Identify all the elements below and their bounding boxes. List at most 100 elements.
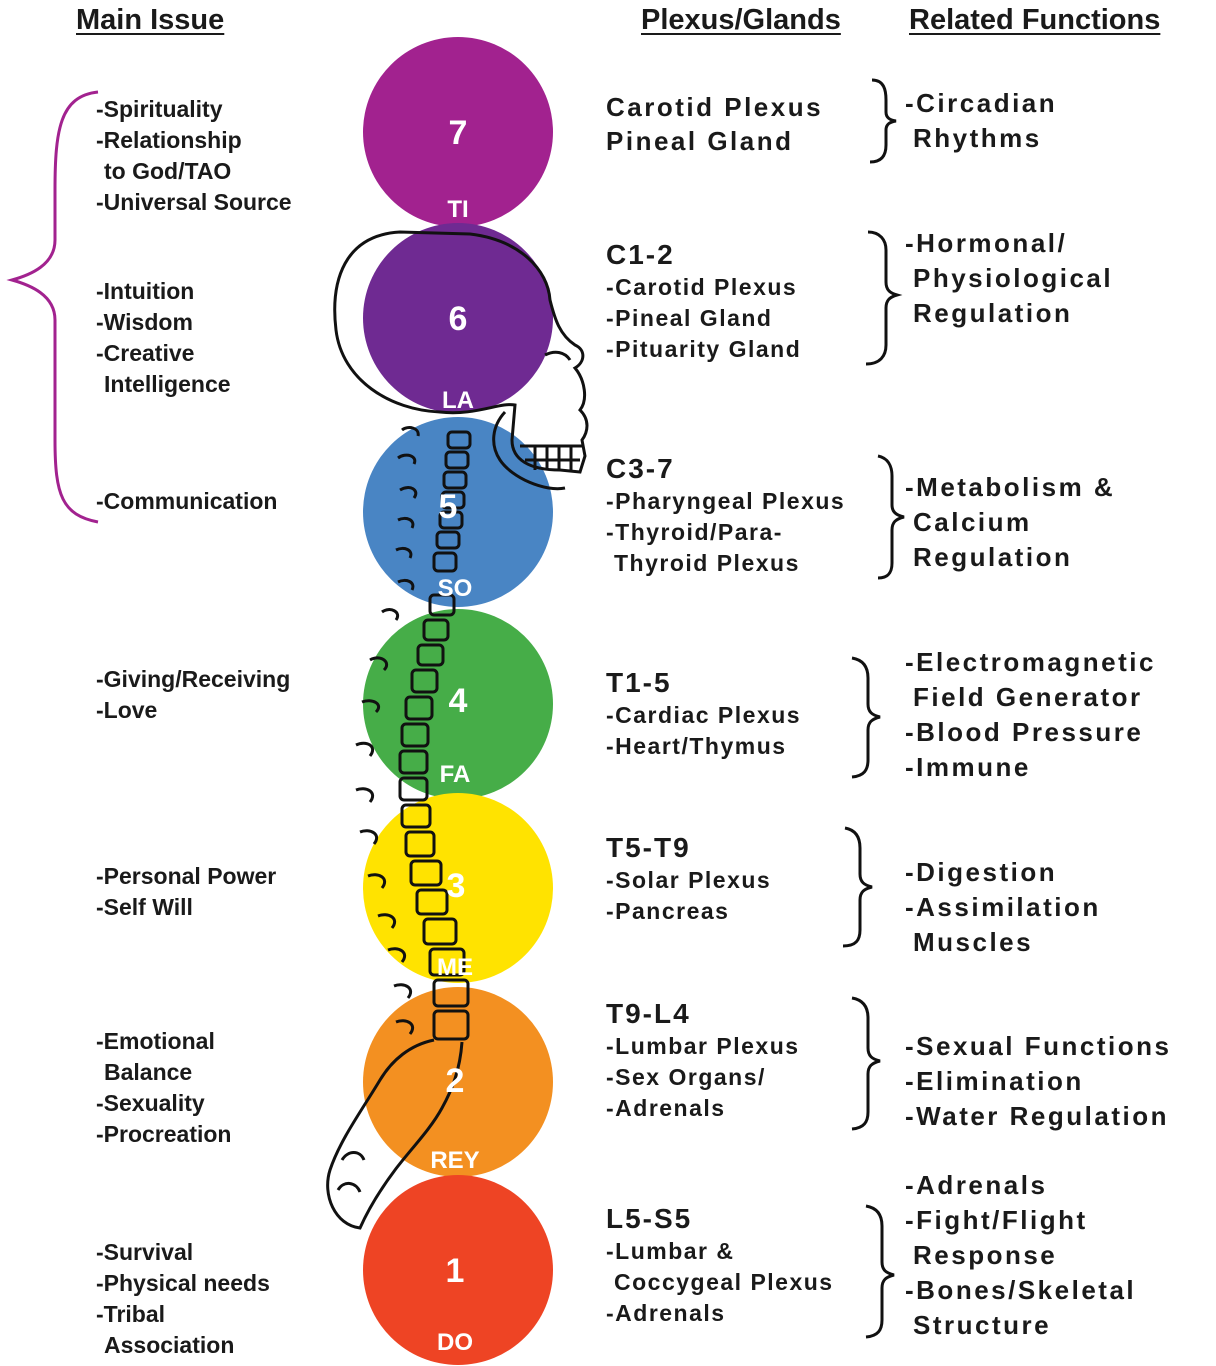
issue-line: -Personal Power [96,861,276,892]
chakra-5-note: SO [438,575,473,602]
function-line: -Blood Pressure [905,715,1156,750]
plexus-line: -Cardiac Plexus [606,700,801,731]
chakra-2-number: 2 [446,1062,465,1100]
functions-chakra-5: -Metabolism & Calcium Regulation [905,470,1115,575]
main-issue-chakra-3: -Personal Power -Self Will [96,861,276,923]
plexus-line: -Solar Plexus [606,865,771,896]
issue-line: Balance [96,1057,231,1088]
spinal-segment: T5-T9 [606,831,771,865]
plexus-line: -Thyroid/Para- [606,517,845,548]
chakra-2-note: REY [430,1147,479,1174]
issue-line: -Communication [96,486,277,517]
function-line: -Sexual Functions [905,1029,1171,1064]
plexus-line: -Lumbar & [606,1236,834,1267]
plexus-line: -Lumbar Plexus [606,1031,800,1062]
chakra-7-note: TI [447,196,468,223]
spinal-segment: L5-S5 [606,1202,834,1236]
chakra-4-note: FA [440,761,471,788]
chakra-4-number: 4 [449,682,468,720]
spinal-segment: T1-5 [606,666,801,700]
issue-line: -Self Will [96,892,276,923]
issue-line: -Procreation [96,1119,231,1150]
functions-chakra-6: -Hormonal/ Physiological Regulation [905,226,1113,331]
plexus-chakra-1: L5-S5 -Lumbar & Coccygeal Plexus -Adrena… [606,1202,834,1329]
plexus-line: Thyroid Plexus [606,548,845,579]
plexus-line: -Adrenals [606,1093,800,1124]
plexus-line: Pineal Gland [606,124,823,158]
issue-line: Association [96,1330,270,1361]
function-line: Muscles [905,925,1101,960]
function-line: -Hormonal/ [905,226,1113,261]
plexus-chakra-2: T9-L4 -Lumbar Plexus -Sex Organs/ -Adren… [606,997,800,1124]
plexus-chakra-4: T1-5 -Cardiac Plexus -Heart/Thymus [606,666,801,762]
plexus-line: -Heart/Thymus [606,731,801,762]
function-line: Field Generator [905,680,1156,715]
issue-line: -Relationship [96,125,292,156]
main-issue-chakra-5: -Communication [96,486,277,517]
main-issue-chakra-7: -Spirituality -Relationship to God/TAO -… [96,94,292,218]
issue-line: -Giving/Receiving [96,664,290,695]
functions-chakra-2: -Sexual Functions -Elimination -Water Re… [905,1029,1171,1134]
chakra-7-number: 7 [449,114,468,152]
issue-line: -Intuition [96,276,231,307]
functions-chakra-4: -Electromagnetic Field Generator -Blood … [905,645,1156,785]
plexus-line: -Pharyngeal Plexus [606,486,845,517]
issue-line: -Creative [96,338,231,369]
plexus-line: -Sex Organs/ [606,1062,800,1093]
issue-line: -Universal Source [96,187,292,218]
function-line: -Circadian [905,86,1057,121]
plexus-chakra-3: T5-T9 -Solar Plexus -Pancreas [606,831,771,927]
function-line: -Adrenals [905,1168,1136,1203]
plexus-line: -Pineal Gland [606,303,801,334]
chakra-6-number: 6 [449,300,468,338]
main-issue-chakra-4: -Giving/Receiving -Love [96,664,290,726]
issue-line: -Tribal [96,1299,270,1330]
function-line: -Bones/Skeletal [905,1273,1136,1308]
plexus-line: -Carotid Plexus [606,272,801,303]
plexus-chakra-6: C1-2 -Carotid Plexus -Pineal Gland -Pitu… [606,238,801,365]
chakra-5-number: 5 [439,488,458,526]
issue-line: -Spirituality [96,94,292,125]
chakra-1-note: DO [437,1329,473,1356]
issue-line: Intelligence [96,369,231,400]
chakra-3-note: ME [437,954,473,981]
function-line: Regulation [905,540,1115,575]
spinal-segment: T9-L4 [606,997,800,1031]
plexus-line: -Pituarity Gland [606,334,801,365]
issue-line: -Survival [96,1237,270,1268]
main-issue-chakra-6: -Intuition -Wisdom -Creative Intelligenc… [96,276,231,400]
issue-line: -Sexuality [96,1088,231,1119]
function-line: Calcium [905,505,1115,540]
function-line: Response [905,1238,1136,1273]
main-issue-chakra-1: -Survival -Physical needs -Tribal Associ… [96,1237,270,1361]
function-line: -Electromagnetic [905,645,1156,680]
function-line: -Elimination [905,1064,1171,1099]
function-braces [843,80,904,1337]
issue-line: -Wisdom [96,307,231,338]
function-line: -Assimilation [905,890,1101,925]
chakra-1-number: 1 [446,1252,465,1290]
function-line: -Metabolism & [905,470,1115,505]
function-line: -Fight/Flight [905,1203,1136,1238]
plexus-line: -Pancreas [606,896,771,927]
spinal-segment: C3-7 [606,452,845,486]
chakra-6-note: LA [442,387,474,414]
spinal-segment: C1-2 [606,238,801,272]
functions-chakra-1: -Adrenals -Fight/Flight Response -Bones/… [905,1168,1136,1343]
plexus-line: -Adrenals [606,1298,834,1329]
function-line: -Immune [905,750,1156,785]
issue-line: -Emotional [96,1026,231,1057]
main-issue-chakra-2: -Emotional Balance -Sexuality -Procreati… [96,1026,231,1150]
function-line: Structure [905,1308,1136,1343]
function-line: Rhythms [905,121,1057,156]
function-line: -Water Regulation [905,1099,1171,1134]
plexus-chakra-7: Carotid Plexus Pineal Gland [606,90,823,158]
issue-line: -Physical needs [96,1268,270,1299]
plexus-chakra-5: C3-7 -Pharyngeal Plexus -Thyroid/Para- T… [606,452,845,579]
functions-chakra-7: -Circadian Rhythms [905,86,1057,156]
function-line: Physiological [905,261,1113,296]
issue-line: -Love [96,695,290,726]
functions-chakra-3: -Digestion -Assimilation Muscles [905,855,1101,960]
function-line: -Digestion [905,855,1101,890]
chakra-3-number: 3 [447,867,466,905]
